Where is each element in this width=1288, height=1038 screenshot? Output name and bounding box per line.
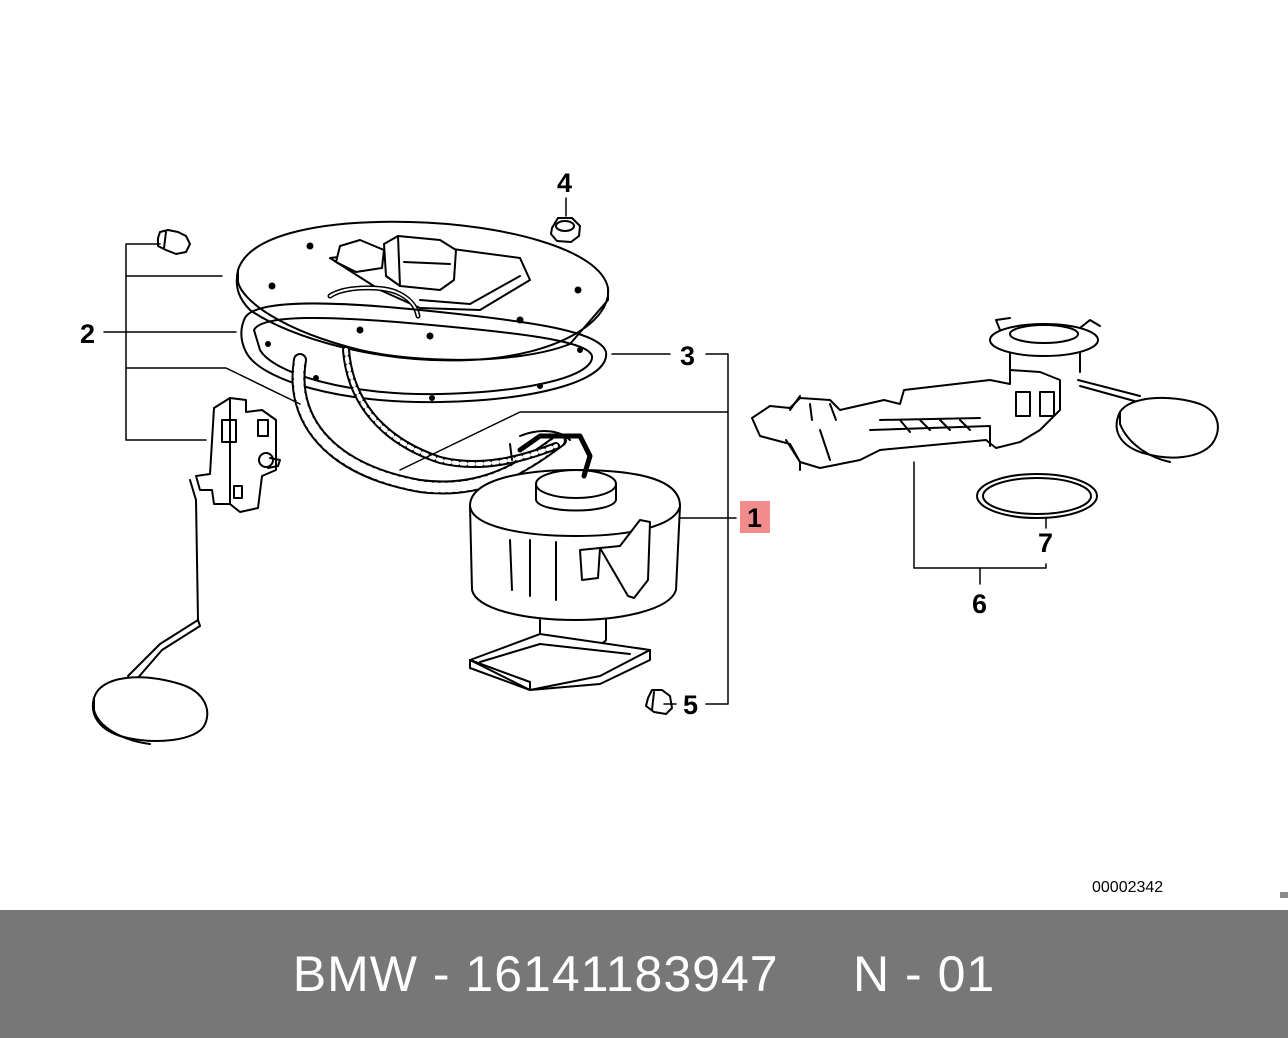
- gasket-ring: [240, 302, 608, 404]
- reference-code: 00002342: [1092, 879, 1163, 896]
- clip-part-5: [645, 689, 673, 715]
- part-number-caption: BMW - 16141183947 N - 01: [292, 946, 996, 1002]
- edge-mark: [1280, 892, 1288, 898]
- callout-label-6: 6: [972, 589, 987, 619]
- footer-bar: BMW - 16141183947 N - 01: [0, 910, 1288, 1038]
- callout-1-highlight: [740, 501, 770, 533]
- level-sender-left: [91, 397, 281, 745]
- flange-plate: [235, 220, 610, 362]
- callout-label-4: 4: [557, 168, 572, 198]
- callout-label-1: 1: [747, 503, 762, 533]
- nut-part-4: [550, 197, 581, 243]
- corrugated-hose: [291, 346, 567, 495]
- leader-lines: [103, 243, 1047, 705]
- callout-label-7: 7: [1038, 528, 1053, 558]
- clip-part-2: [157, 229, 191, 255]
- fuel-pump-part-1: [469, 430, 681, 691]
- callout-label-3: 3: [680, 341, 695, 371]
- callout-label-2: 2: [80, 319, 95, 349]
- parts-diagram: 1 2 3 4 5 6 7 00002342: [80, 168, 1219, 896]
- level-sender-right-part-6: [751, 317, 1219, 471]
- o-ring-part-7: [976, 473, 1098, 529]
- callout-label-5: 5: [683, 690, 698, 720]
